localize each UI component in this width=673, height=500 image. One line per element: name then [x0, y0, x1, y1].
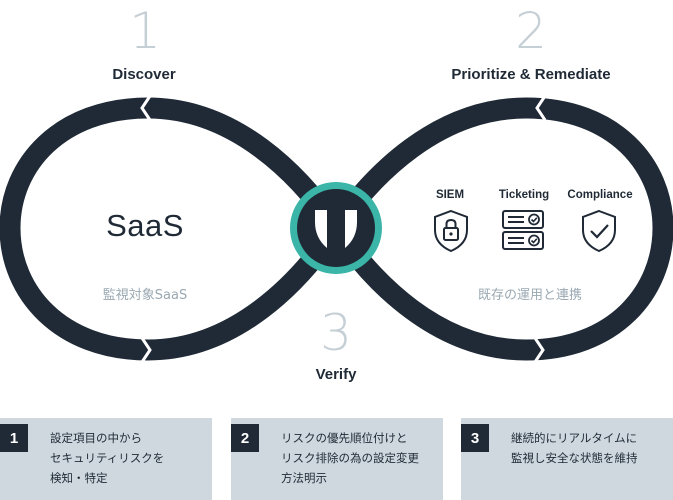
- saas-title: SaaS: [106, 208, 184, 243]
- shield-lock-icon: [434, 209, 468, 253]
- bottom-box-2: 2 リスクの優先順位付けと リスク排除の為の設定変更 方法明示: [231, 418, 443, 500]
- chevron-left-bottom: [140, 337, 152, 363]
- step-3-title: Verify: [315, 366, 357, 383]
- bottom-box-3-text: 継続的にリアルタイムに 監視し安全な状態を維持: [511, 431, 638, 465]
- step-3-number: 3: [320, 304, 352, 362]
- bottom-box-2-text: リスクの優先順位付けと リスク排除の為の設定変更 方法明示: [281, 431, 419, 485]
- chevron-left-top: [140, 95, 152, 121]
- step-2-title: Prioritize & Remediate: [451, 66, 611, 83]
- bottom-box-3: 3 継続的にリアルタイムに 監視し安全な状態を維持: [461, 418, 673, 500]
- chevron-right-top: [535, 95, 547, 121]
- tool-label-ticketing: Ticketing: [498, 189, 550, 201]
- saas-subtitle: 監視対象SaaS: [102, 288, 188, 303]
- step-1-title: Discover: [112, 66, 176, 83]
- bottom-box-1: 1 設定項目の中から セキュリティリスクを 検知・特定: [0, 418, 212, 500]
- integration-subtitle: 既存の運用と連携: [477, 288, 582, 303]
- bottom-box-1-text: 設定項目の中から セキュリティリスクを 検知・特定: [50, 431, 165, 485]
- shield-logo-icon: [290, 182, 382, 274]
- chevron-right-bottom: [533, 337, 545, 363]
- server-check-icon: [502, 210, 544, 250]
- shield-check-icon: [582, 209, 616, 253]
- step-2-number: 2: [515, 2, 547, 60]
- bottom-box-2-number: 2: [231, 424, 259, 452]
- bottom-box-1-number: 1: [0, 424, 28, 452]
- tool-label-compliance: Compliance: [567, 189, 633, 201]
- tool-label-siem: SIEM: [435, 189, 465, 201]
- bottom-box-3-number: 3: [461, 424, 489, 452]
- step-1-number: 1: [129, 2, 161, 60]
